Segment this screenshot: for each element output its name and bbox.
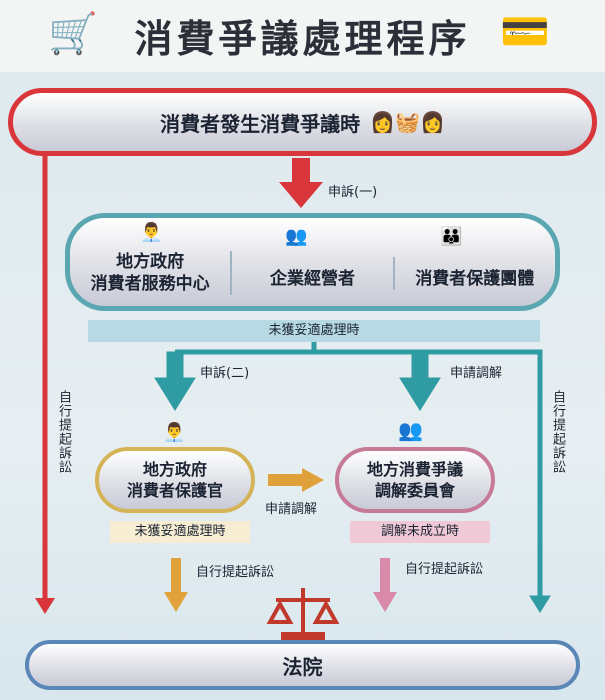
self-litigation-a: 自行提起訴訟 [196, 565, 275, 580]
scales-icon [266, 588, 340, 644]
agency-business: 企業經營者 [232, 256, 395, 290]
agency-line: 消費者保護團體 [415, 268, 535, 289]
shopping-cart-icon: 🛒 [48, 11, 98, 57]
orange-down-arrow [164, 558, 188, 612]
self-litigation-b: 自行提起訴訟 [405, 562, 484, 577]
credit-card-icon: 💳 [500, 9, 550, 55]
start-node: 消費者發生消費爭議時 👩🧺👩 [8, 88, 597, 156]
red-down-arrow [279, 158, 323, 208]
family-icon: 👪 [440, 226, 463, 247]
node-line: 地方政府 [142, 460, 207, 479]
agency-line: 企業經營者 [269, 268, 355, 289]
complaint-agencies: 地方政府消費者服務中心 企業經營者 消費者保護團體 [65, 213, 560, 311]
not-resolved-bar: 未獲妥適處理時 [88, 320, 540, 342]
agency-line: 地方政府 [116, 252, 185, 272]
court-node: 法院 [25, 640, 580, 690]
consumer-protection-officer-node: 地方政府消費者保護官 [95, 447, 255, 513]
start-label: 消費者發生消費爭議時 [160, 111, 361, 136]
agency-local-service-center: 地方政府消費者服務中心 [70, 251, 233, 295]
self-litigation-right: 自行提起訴訟 [550, 390, 565, 474]
people-icon: 👩🧺👩 [370, 110, 445, 134]
node-line: 調解委員會 [374, 481, 455, 500]
mediation-fail-tag: 調解未成立時 [350, 521, 490, 543]
officer-fail-tag: 未獲妥適處理時 [110, 521, 250, 543]
apply-mediation-label: 申請調解 [450, 366, 503, 381]
mediation-committee-node: 地方消費爭議調解委員會 [335, 447, 495, 513]
apply-mediation-label-2: 申請調解 [265, 502, 318, 517]
title-band [0, 0, 605, 72]
page-title: 消費爭議處理程序 [134, 17, 471, 61]
node-line: 地方消費爭議 [366, 460, 463, 479]
complaint-1-label: 申訴(一) [328, 185, 378, 200]
complaint-2-label: 申訴(二) [200, 366, 250, 381]
business-people-icon: 👥 [285, 226, 308, 247]
red-litigation-line [35, 155, 55, 614]
officer-icon: 👨‍💼 [140, 222, 163, 243]
orange-right-arrow [268, 468, 324, 492]
agency-line: 消費者服務中心 [90, 274, 210, 294]
committee-people-icon: 👥 [398, 418, 423, 442]
self-litigation-left: 自行提起訴訟 [56, 390, 71, 474]
agency-consumer-group: 消費者保護團體 [395, 257, 555, 290]
pink-down-arrow [373, 558, 397, 612]
node-line: 消費者保護官 [126, 481, 223, 500]
officer-person-icon: 👨‍💼 [163, 422, 186, 443]
teal-branches [154, 342, 551, 613]
